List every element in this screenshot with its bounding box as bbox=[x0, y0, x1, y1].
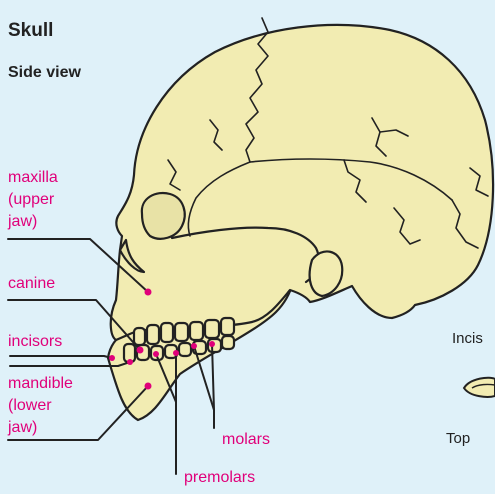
maxilla-dot bbox=[145, 289, 152, 296]
tooth-top-view bbox=[464, 378, 495, 397]
cranium-bone bbox=[111, 25, 493, 340]
premolar-dot-2 bbox=[173, 350, 179, 356]
mandible-dot bbox=[145, 383, 152, 390]
premolar-dot-1 bbox=[153, 351, 159, 357]
incisors-pointer-1 bbox=[10, 356, 112, 358]
molar-dot-2 bbox=[209, 341, 215, 347]
incisor-dot-2 bbox=[127, 359, 133, 365]
side-panel-incisors-label: Incis bbox=[452, 330, 483, 347]
side-panel-top-label: Top bbox=[446, 430, 470, 447]
molar-dot-1 bbox=[191, 343, 197, 349]
label-mandible-line-1: mandible bbox=[8, 374, 73, 394]
label-mandible-line-3: jaw) bbox=[8, 418, 37, 438]
label-maxilla-line-3: jaw) bbox=[8, 212, 37, 232]
label-maxilla-line-1: maxilla bbox=[8, 168, 58, 188]
label-canine: canine bbox=[8, 274, 55, 294]
incisor-dot-1 bbox=[109, 355, 115, 361]
label-maxilla-line-2: (upper bbox=[8, 190, 54, 210]
canine-dot bbox=[137, 347, 144, 354]
label-premolars: premolars bbox=[184, 468, 255, 488]
label-incisors: incisors bbox=[8, 332, 62, 352]
label-molars: molars bbox=[222, 430, 270, 450]
eye-socket bbox=[142, 193, 185, 239]
label-mandible-line-2: (lower bbox=[8, 396, 52, 416]
